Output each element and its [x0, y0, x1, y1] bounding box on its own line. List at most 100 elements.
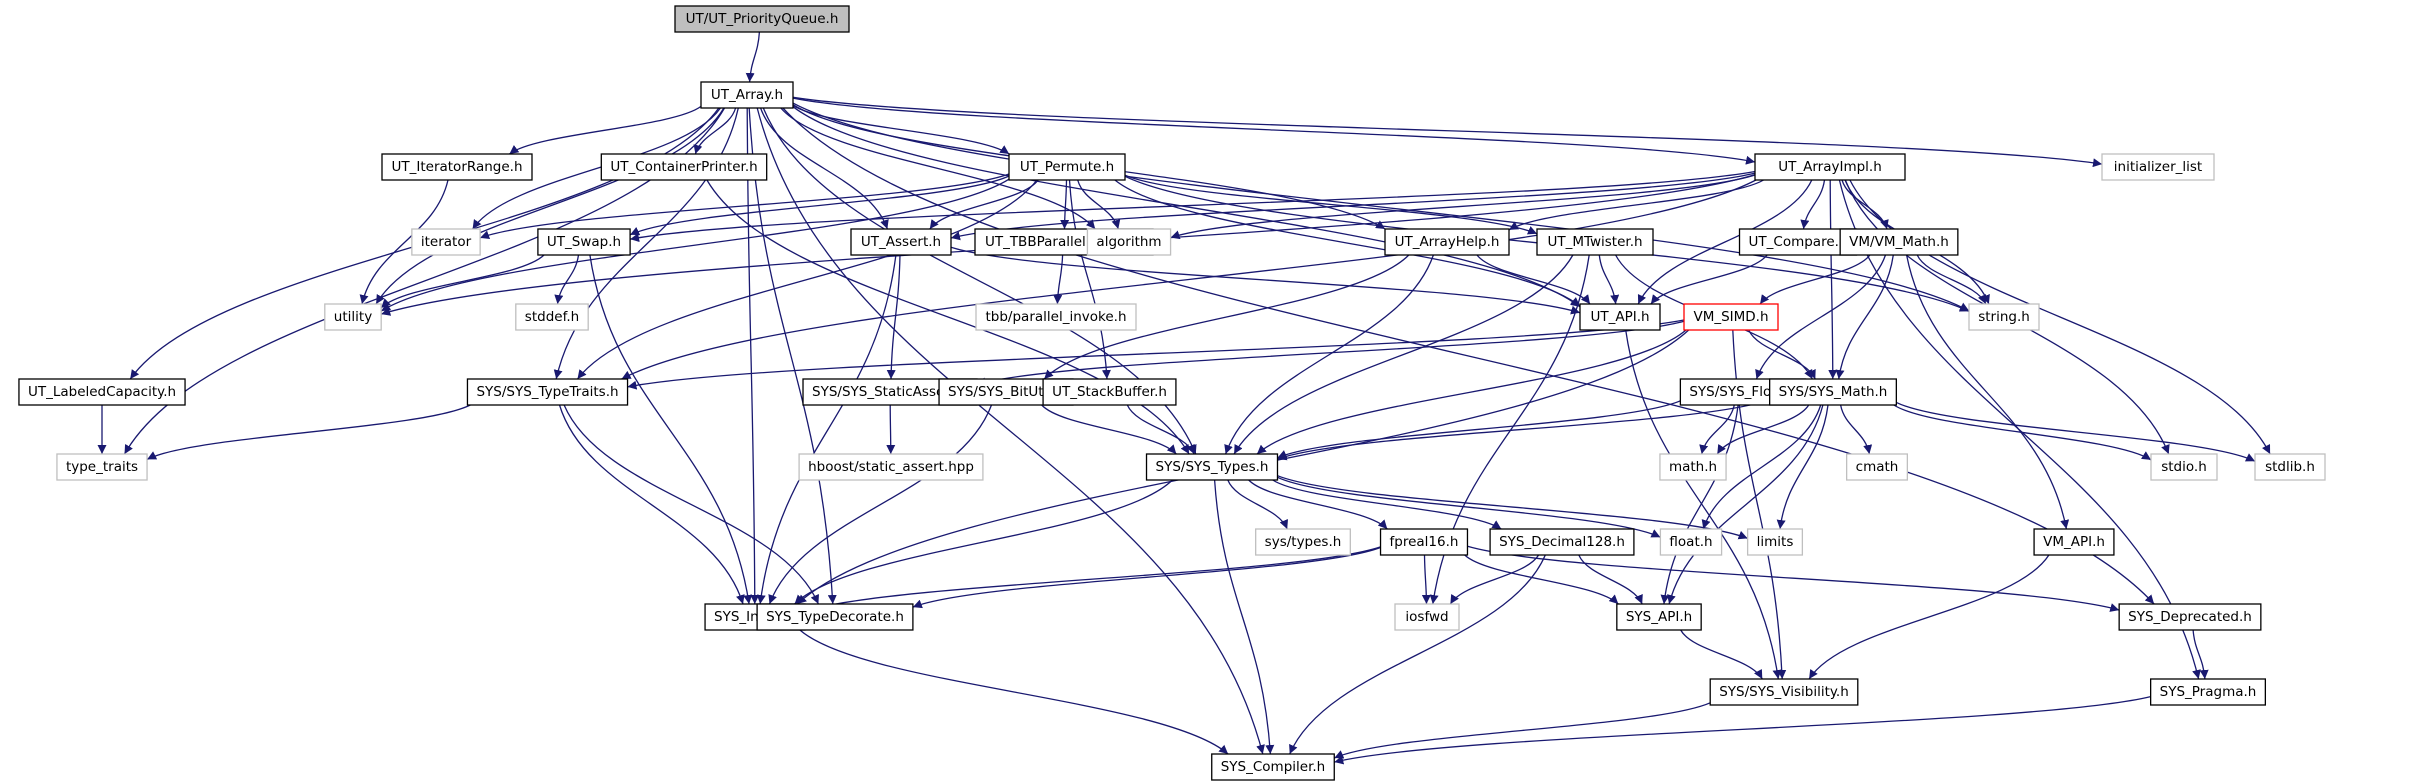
node-pq[interactable]: UT/UT_PriorityQueue.h	[674, 5, 850, 33]
node-box	[1839, 228, 1959, 256]
node-vis[interactable]: SYS/SYS_Visibility.h	[1709, 678, 1859, 706]
edge-swap-to-util	[380, 254, 545, 309]
edge-swap-to-stddef	[554, 254, 580, 305]
node-pragma[interactable]: SYS_Pragma.h	[2149, 678, 2267, 706]
node-label: UT_Compare.h	[1749, 234, 1848, 250]
node-init[interactable]: initializer_list	[2101, 153, 2215, 181]
node-box	[324, 303, 382, 331]
node-stdlib[interactable]: stdlib.h	[2254, 453, 2326, 481]
node-lcap[interactable]: UT_LabeledCapacity.h	[18, 378, 186, 406]
node-assert[interactable]: UT_Assert.h	[850, 228, 952, 256]
edge-sysmath-to-cmath	[1839, 404, 1873, 455]
node-label: VM_API.h	[2043, 534, 2105, 550]
edge-sysmath-to-mathh	[1716, 404, 1810, 455]
node-stddef[interactable]: stddef.h	[515, 303, 589, 331]
edge-vmmath-to-string	[1916, 254, 1987, 305]
node-label: algorithm	[1096, 234, 1161, 250]
edge-impl-to-sysmath	[1828, 179, 1838, 380]
edge-perm-to-iter	[479, 173, 1010, 240]
node-iter[interactable]: iterator	[411, 228, 481, 256]
node-dec[interactable]: SYS_Decimal128.h	[1489, 528, 1635, 556]
node-box	[1709, 678, 1859, 706]
node-itr[interactable]: UT_IteratorRange.h	[381, 153, 533, 181]
edge-pq-to-arr	[745, 31, 761, 83]
node-limits[interactable]: limits	[1746, 528, 1804, 556]
node-typetraits[interactable]: type_traits	[56, 453, 148, 481]
node-label: UT_LabeledCapacity.h	[28, 384, 176, 400]
node-fp16[interactable]: fpreal16.h	[1379, 528, 1469, 556]
node-label: UT_Swap.h	[547, 234, 621, 250]
node-cp[interactable]: UT_ContainerPrinter.h	[600, 153, 768, 181]
node-box	[537, 228, 631, 256]
node-label: VM/VM_Math.h	[1849, 234, 1949, 250]
node-box	[18, 378, 186, 406]
node-label: UT_Permute.h	[1020, 159, 1114, 175]
edge-types-to-inline	[794, 479, 1173, 605]
node-hboost[interactable]: hboost/static_assert.hpp	[798, 453, 984, 481]
node-ahelp[interactable]: UT_ArrayHelp.h	[1384, 228, 1510, 256]
node-depr[interactable]: SYS_Deprecated.h	[2118, 603, 2262, 631]
edge-types-to-dec	[1272, 479, 1502, 530]
edge-types-to-float	[1277, 476, 1661, 538]
edge-arr-to-depr	[782, 107, 2155, 605]
edge-fp16-to-inline	[804, 546, 1381, 613]
node-box	[2149, 678, 2267, 706]
node-comp[interactable]: SYS_Compiler.h	[1211, 753, 1335, 781]
node-algo[interactable]: algorithm	[1086, 228, 1172, 256]
edge-vmmath-to-sysmath	[1835, 254, 1894, 380]
node-label: SYS_Compiler.h	[1221, 759, 1326, 775]
edge-arr-to-comp	[756, 107, 1265, 755]
node-box	[1255, 528, 1351, 556]
node-impl[interactable]: UT_ArrayImpl.h	[1754, 153, 1906, 181]
edge-impl-to-stdlib	[1849, 179, 2271, 455]
edge-sa-to-hboost	[886, 404, 896, 455]
node-swap[interactable]: UT_Swap.h	[537, 228, 631, 256]
node-systypes[interactable]: sys/types.h	[1255, 528, 1351, 556]
node-label: type_traits	[66, 459, 138, 475]
node-util[interactable]: utility	[324, 303, 382, 331]
node-label: limits	[1757, 534, 1794, 550]
node-mathh[interactable]: math.h	[1659, 453, 1727, 481]
node-sysapi[interactable]: SYS_API.h	[1616, 603, 1702, 631]
node-tt[interactable]: SYS/SYS_TypeTraits.h	[466, 378, 629, 406]
node-perm[interactable]: UT_Permute.h	[1008, 153, 1126, 181]
node-float[interactable]: float.h	[1659, 528, 1723, 556]
edge-ahelp-to-bit	[1043, 254, 1410, 380]
node-string[interactable]: string.h	[1968, 303, 2040, 331]
node-mt[interactable]: UT_MTwister.h	[1536, 228, 1654, 256]
node-sysmath[interactable]: SYS/SYS_Math.h	[1769, 378, 1897, 406]
node-sb[interactable]: UT_StackBuffer.h	[1042, 378, 1177, 406]
node-types[interactable]: SYS/SYS_Types.h	[1145, 453, 1279, 481]
node-box	[1086, 228, 1172, 256]
node-label: SYS/SYS_TypeTraits.h	[476, 384, 618, 400]
node-simd[interactable]: VM_SIMD.h	[1683, 303, 1779, 331]
node-box	[1384, 228, 1510, 256]
node-arr[interactable]: UT_Array.h	[700, 81, 794, 109]
node-iosfwd[interactable]: iosfwd	[1394, 603, 1460, 631]
edge-arr-to-impl	[792, 97, 1756, 165]
node-cmath[interactable]: cmath	[1845, 453, 1909, 481]
node-vmapi[interactable]: VM_API.h	[2033, 528, 2115, 556]
edge-floor-to-sysapi	[1660, 404, 1739, 605]
node-label: initializer_list	[2114, 159, 2202, 175]
edge-arr-to-cp	[693, 107, 737, 155]
edge-simd-to-sysmath	[1748, 329, 1816, 380]
node-vmmath[interactable]: VM/VM_Math.h	[1839, 228, 1959, 256]
node-label: math.h	[1669, 459, 1717, 475]
edge-bit-to-types	[1041, 404, 1177, 455]
edge-impl-to-tt	[621, 179, 1757, 380]
node-tbbpi[interactable]: tbb/parallel_invoke.h	[975, 303, 1137, 331]
node-box	[466, 378, 629, 406]
node-box	[850, 228, 952, 256]
edge-arr-to-util	[375, 107, 725, 305]
edge-itr-to-util	[359, 179, 449, 305]
node-stdio[interactable]: stdio.h	[2150, 453, 2218, 481]
node-box	[1754, 153, 1906, 181]
edge-inline-to-comp	[799, 629, 1229, 755]
node-utapi[interactable]: UT_API.h	[1579, 303, 1661, 331]
node-box	[2033, 528, 2115, 556]
edge-assert-to-utapi	[950, 246, 1581, 315]
node-tdec[interactable]: SYS_TypeDecorate.h	[756, 603, 914, 631]
node-cmp[interactable]: UT_Compare.h	[1738, 228, 1858, 256]
node-label: UT_StackBuffer.h	[1052, 384, 1167, 400]
